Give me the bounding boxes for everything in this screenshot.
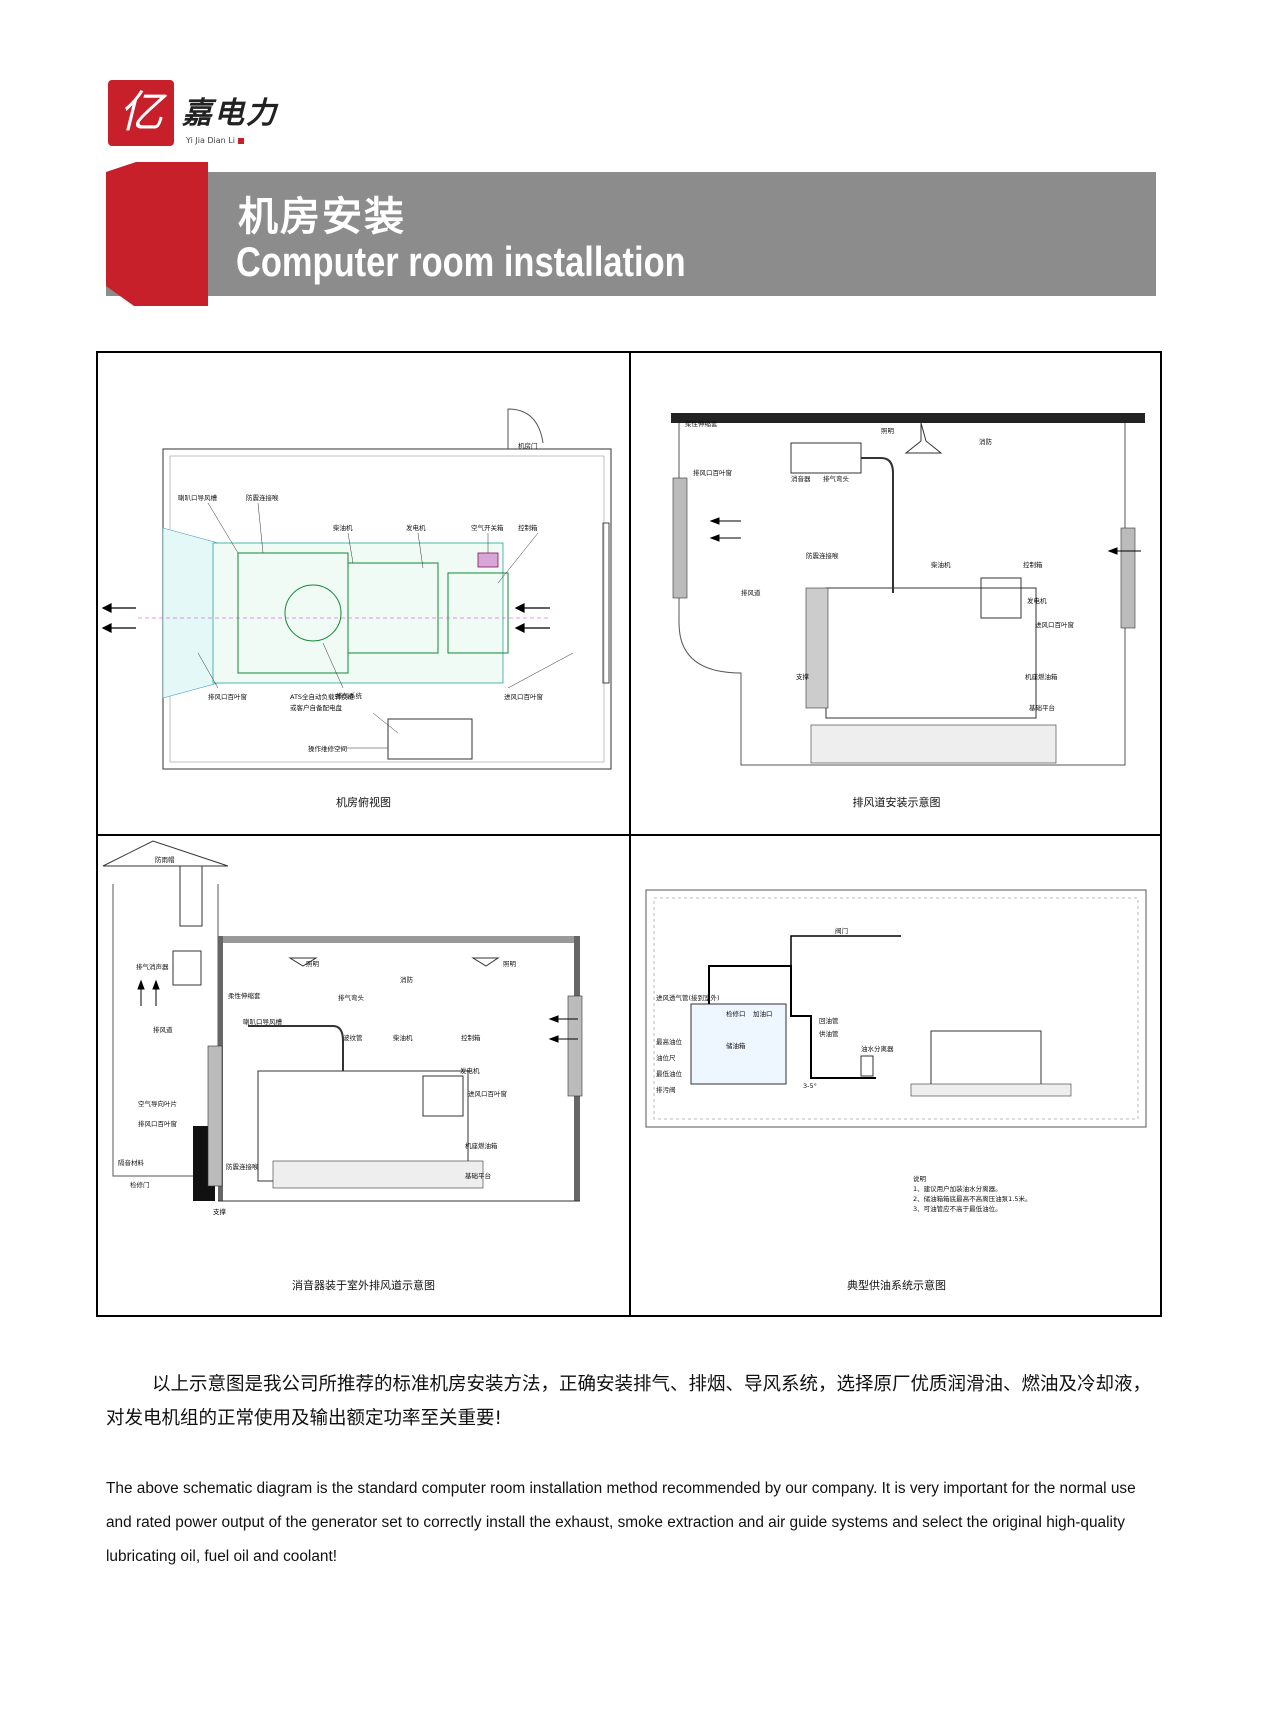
banner-red-accent <box>106 162 208 306</box>
label-anti-vibration: 防震连接喉 <box>226 1162 259 1171</box>
label-exhaust-elbow: 排气弯头 <box>338 993 365 1002</box>
label-generator: 发电机 <box>460 1066 480 1075</box>
label-duct: 排风道 <box>153 1025 173 1034</box>
label-fire: 消防 <box>400 975 414 984</box>
label-supply-pipe: 供油管 <box>819 1029 839 1038</box>
fuel-supply-drawing: 阀门 进风透气管(接到室外) 检修口 加油口 回油管 供油管 储油箱 最高油位 … <box>645 889 1147 1213</box>
note-title: 说明 <box>913 1174 927 1183</box>
label-exhaust-louver: 排风口百叶窗 <box>138 1119 177 1128</box>
note-1: 1、建议用户加装油水分离器。 <box>913 1184 1002 1193</box>
label-air-switch: 空气开关箱 <box>471 523 504 532</box>
label-inspection-port: 检修口 <box>726 1009 746 1018</box>
label-exhaust-system: 排气系统 <box>336 691 363 700</box>
label-oil-water-separator: 油水分离器 <box>861 1044 894 1053</box>
label-generator: 发电机 <box>406 523 426 532</box>
label-bellows: 波纹管 <box>343 1033 363 1042</box>
description-en: The above schematic diagram is the stand… <box>106 1480 1136 1565</box>
label-exhaust-louver: 排风口百叶窗 <box>693 468 732 477</box>
outdoor-muffler-drawing: 防雨帽 照明 消防 照明 排气消声器 柔性伸缩套 排气弯头 喇叭口导风槽 波纹管… <box>102 840 583 1216</box>
label-base-fuel-tank: 机座燃油箱 <box>1025 672 1058 681</box>
label-guide-vanes: 空气导向叶片 <box>138 1099 177 1108</box>
label-generator: 发电机 <box>1027 596 1047 605</box>
label-lighting: 照明 <box>881 427 895 435</box>
label-base-fuel-tank: 机座燃油箱 <box>465 1141 498 1150</box>
label-dipstick: 油位尺 <box>656 1053 676 1062</box>
label-muffler: 消音器 <box>791 474 811 483</box>
caption-outdoor-muffler: 消音器装于室外排风道示意图 <box>292 1279 435 1292</box>
label-rain-cap: 防雨帽 <box>155 855 175 864</box>
diagram-grid: 机房门 喇叭口导风槽 防震连接喉 柴油机 发电机 空气开关箱 控制箱 排气系统 … <box>96 351 1162 1317</box>
label-lighting-2: 照明 <box>503 960 517 968</box>
logo-name-cn: 嘉电力 <box>182 96 278 131</box>
room-top-view-drawing: 机房门 喇叭口导风槽 防震连接喉 柴油机 发电机 空气开关箱 控制箱 排气系统 … <box>101 408 612 770</box>
label-intake-louver: 进风口百叶窗 <box>504 692 543 701</box>
label-slope: 3-5° <box>803 1082 817 1090</box>
label-max-level: 最高油位 <box>656 1037 683 1046</box>
label-exhaust-louver: 排风口百叶窗 <box>208 692 247 701</box>
diagram-exhaust-duct: 柔性伸缩套 照明 消防 排风口百叶窗 消音器 排气弯头 防震连接喉 柴油机 控制… <box>631 353 1162 834</box>
label-distribution-panel: 或客户自备配电盘 <box>290 703 343 712</box>
label-maintenance-space: 操作维修空间 <box>308 744 347 753</box>
note-2: 2、储油箱箱底最高不高离压油泵1.5米。 <box>913 1194 1031 1203</box>
label-valve: 阀门 <box>835 926 848 935</box>
label-storage-tank: 储油箱 <box>726 1041 746 1050</box>
label-intake-louver: 进风口百叶窗 <box>468 1089 507 1098</box>
caption-exhaust-duct: 排风道安装示意图 <box>852 796 941 809</box>
label-support: 支撑 <box>213 1207 227 1216</box>
label-anti-vibration: 防震连接喉 <box>806 551 839 560</box>
label-support: 支撑 <box>796 672 810 681</box>
label-control-box: 控制箱 <box>1023 560 1043 569</box>
company-logo: 亿 嘉电力 Yi Jia Dian Li <box>108 80 308 150</box>
label-foundation: 基础平台 <box>465 1171 491 1180</box>
note-3: 3、可油管应不高于最低油位。 <box>913 1204 1002 1213</box>
label-anti-vibration: 防震连接喉 <box>246 493 279 502</box>
label-drain-valve: 排污阀 <box>656 1085 676 1094</box>
label-air-guide: 喇叭口导风槽 <box>243 1017 283 1026</box>
page-title-cn: 机房安装 <box>238 194 406 240</box>
label-room-door: 机房门 <box>518 441 538 450</box>
label-air-guide: 喇叭口导风槽 <box>178 493 218 502</box>
label-foundation: 基础平台 <box>1029 703 1055 712</box>
label-exhaust-elbow: 排气弯头 <box>823 474 850 483</box>
title-banner <box>106 172 1156 296</box>
label-duct: 排风道 <box>741 588 761 597</box>
exhaust-duct-drawing: 柔性伸缩套 照明 消防 排风口百叶窗 消音器 排气弯头 防震连接喉 柴油机 控制… <box>671 413 1145 766</box>
label-control-box: 控制箱 <box>518 523 538 532</box>
diagram-room-top-view: 机房门 喇叭口导风槽 防震连接喉 柴油机 发电机 空气开关箱 控制箱 排气系统 … <box>98 353 629 834</box>
label-control-box: 控制箱 <box>461 1033 481 1042</box>
label-intake-louver: 进风口百叶窗 <box>1035 620 1074 629</box>
label-ats: ATS全自动负载转换柜 <box>290 692 355 701</box>
label-flexible-sleeve: 柔性伸缩套 <box>685 419 718 428</box>
logo-mark: 亿 <box>108 80 174 146</box>
label-diesel-engine: 柴油机 <box>931 560 951 569</box>
label-flexible-sleeve: 柔性伸缩套 <box>228 991 261 1000</box>
label-diesel-engine: 柴油机 <box>333 523 353 532</box>
description-cn: 以上示意图是我公司所推荐的标准机房安装方法，正确安装排气、排烟、导风系统，选择原… <box>106 1374 1152 1429</box>
label-exhaust-muffler: 排气消声器 <box>136 962 169 971</box>
caption-room-top-view: 机房俯视图 <box>336 796 391 809</box>
label-return-pipe: 回油管 <box>819 1016 839 1025</box>
label-vent-pipe: 进风透气管(接到室外) <box>656 993 720 1002</box>
page-title-en: Computer room installation <box>236 238 686 285</box>
label-fire: 消防 <box>979 437 993 446</box>
label-min-level: 最低油位 <box>656 1069 683 1078</box>
label-service-door: 检修门 <box>130 1180 150 1189</box>
label-filler-port: 加油口 <box>753 1009 773 1018</box>
caption-fuel-supply: 典型供油系统示意图 <box>847 1279 946 1292</box>
label-diesel-engine: 柴油机 <box>393 1033 413 1042</box>
diagram-fuel-supply: 阀门 进风透气管(接到室外) 检修口 加油口 回油管 供油管 储油箱 最高油位 … <box>631 836 1162 1317</box>
diagram-outdoor-muffler: 防雨帽 照明 消防 照明 排气消声器 柔性伸缩套 排气弯头 喇叭口导风槽 波纹管… <box>98 836 629 1317</box>
label-sound-insulation: 隔音材料 <box>118 1158 145 1167</box>
grid-divider-horizontal <box>98 834 1160 836</box>
label-lighting-1: 照明 <box>306 960 320 968</box>
logo-name-en: Yi Jia Dian Li <box>186 136 244 145</box>
